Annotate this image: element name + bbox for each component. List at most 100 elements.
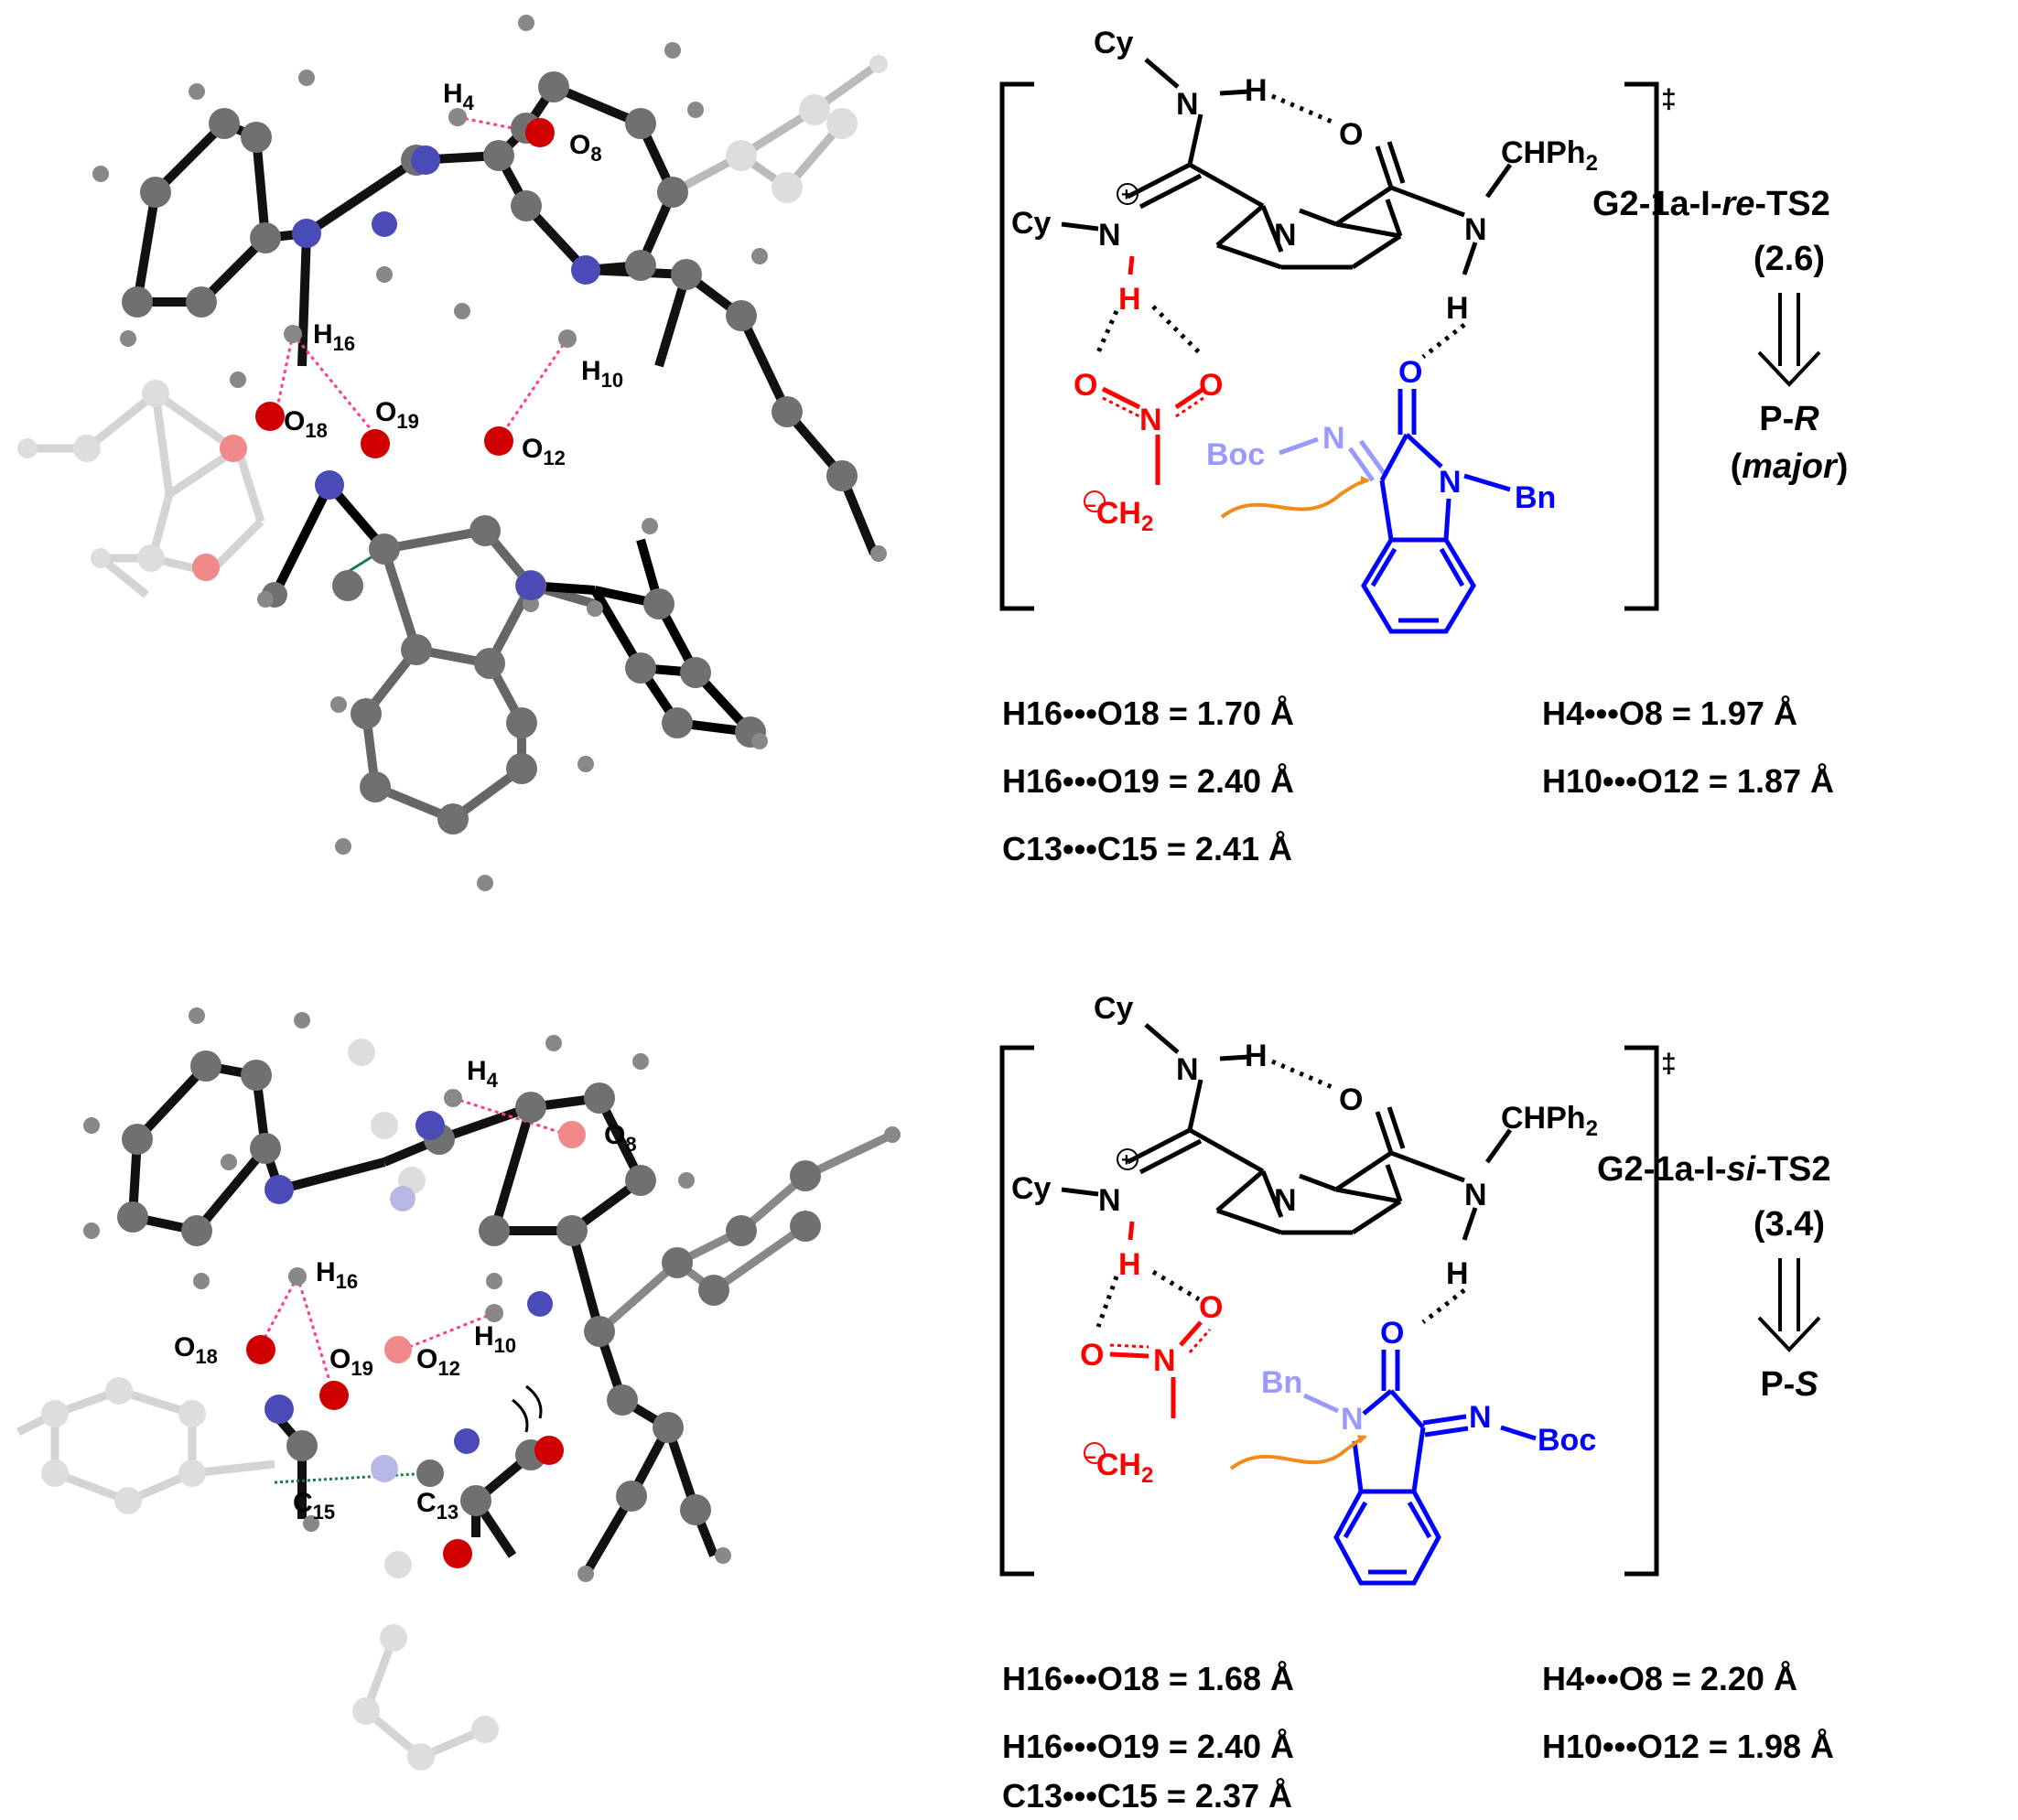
svg-text:O18: O18 [284, 406, 328, 442]
plus-sign: + [1121, 185, 1132, 205]
distance-7: H16•••O19 = 2.40 Å [1002, 1728, 1294, 1765]
svg-text:H10: H10 [474, 1321, 516, 1357]
nitronate-dashes-2 [1109, 1329, 1212, 1353]
n-top-2: N [1176, 1052, 1199, 1087]
svg-text:H16: H16 [316, 1257, 358, 1293]
distance-9: H4•••O8 = 2.20 Å [1542, 1660, 1797, 1697]
distance-5: H10•••O12 = 1.87 Å [1542, 762, 1834, 800]
atoms-nitrogen [292, 145, 600, 600]
svg-text:H4: H4 [443, 79, 475, 114]
svg-text:O18: O18 [174, 1332, 218, 1368]
ts-energy: (2.6) [1754, 240, 1825, 278]
bn: Bn [1515, 480, 1556, 515]
distance-3: C13•••C15 = 2.41 Å [1002, 830, 1292, 867]
svg-text:−CH2: −CH2 [1085, 1446, 1153, 1488]
o-amide: O [1339, 117, 1363, 152]
h-red: H [1118, 282, 1141, 317]
atoms-carbon [122, 71, 858, 835]
plus-sign-2: + [1121, 1150, 1132, 1170]
atoms-hydrogen [92, 15, 887, 891]
h-amide: H [1446, 291, 1469, 326]
svg-text:H10: H10 [581, 356, 623, 392]
ts-name: G2-1a-I-re-TS2 [1592, 185, 1830, 223]
model-labels: H4 O8 H16 O18 O19 O12 H10 [284, 79, 623, 469]
ts-energy-2: (3.4) [1754, 1205, 1825, 1244]
svg-text:CHPh2: CHPh2 [1501, 135, 1598, 176]
svg-text:CHPh2: CHPh2 [1501, 1101, 1598, 1141]
double-arrow-2 [1757, 1258, 1821, 1352]
bn-bond [1302, 1393, 1340, 1414]
bracket-left [999, 81, 1034, 611]
nh-red-bond [1128, 255, 1135, 275]
o-blue: O [1398, 355, 1422, 390]
hbond-left-b-2 [1151, 1269, 1201, 1302]
nitronate-bonds-2 [1109, 1320, 1203, 1418]
svg-text:H4: H4 [467, 1056, 499, 1092]
o-right-2: O [1199, 1290, 1223, 1325]
product-label: P-R [1759, 400, 1819, 438]
n-plus-2: N [1098, 1183, 1121, 1218]
n-light: N [1341, 1402, 1364, 1437]
ts2-si-3d-model: H4 O8 H16 O18 O19 O12 H10 C15 C13 [16, 1007, 901, 1771]
nitronate-dashes [1102, 396, 1204, 418]
n-blue: N [1439, 465, 1462, 500]
model-labels-2: H4 O8 H16 O18 O19 O12 H10 C15 C13 [174, 1056, 637, 1524]
plus-circle-2 [1117, 1148, 1138, 1170]
double-arrow [1757, 293, 1821, 387]
distance-6: H16•••O18 = 1.68 Å [1002, 1660, 1294, 1697]
product-label-2: P-S [1760, 1365, 1818, 1404]
attack-arrow-2 [1229, 1435, 1367, 1470]
svg-text:−CH2: −CH2 [1085, 494, 1153, 536]
boc-2: Boc [1538, 1423, 1596, 1458]
atoms-oxygen [255, 118, 555, 458]
product-note: (major) [1731, 447, 1849, 486]
boc-bond [1279, 436, 1319, 456]
o-left-2: O [1080, 1338, 1104, 1373]
atoms-oxygen-faded-2 [384, 1121, 586, 1363]
atoms-oxygen-faded [192, 435, 247, 581]
n-nitro: N [1139, 403, 1162, 437]
svg-text:O19: O19 [329, 1344, 373, 1380]
o-left: O [1074, 368, 1097, 403]
bracket-right [1624, 81, 1659, 611]
svg-text:O19: O19 [375, 397, 419, 433]
hbond-left-b [1151, 305, 1201, 354]
n-ring: N [1274, 218, 1297, 253]
forming-bond-2 [274, 1471, 431, 1484]
n-nitro-2: N [1153, 1343, 1176, 1378]
distance-1: H16•••O18 = 1.70 Å [1002, 695, 1294, 732]
distance-10: H10•••O12 = 1.98 Å [1542, 1728, 1834, 1765]
atoms-oxygen-2 [246, 1335, 564, 1568]
o-blue-2: O [1380, 1316, 1404, 1351]
atoms-faded [17, 55, 888, 572]
h-top: H [1245, 73, 1268, 108]
oxindole-scheme-bonds [1361, 389, 1511, 634]
distance-4: H4•••O8 = 1.97 Å [1542, 695, 1797, 732]
minus-circle [1084, 490, 1106, 512]
benzyl-bonds [270, 481, 754, 737]
nitronate-bonds [1101, 386, 1205, 485]
ts2-re-scheme: ‡ Cy N [999, 26, 1849, 867]
minus-circle-2 [1084, 1442, 1106, 1464]
dagger: ‡ [1661, 84, 1677, 114]
hbond-left-a-2 [1095, 1276, 1119, 1328]
n-amide: N [1464, 212, 1487, 247]
cy-left-2: Cy [1011, 1171, 1052, 1206]
imine-bond [1347, 447, 1376, 482]
svg-text:O12: O12 [522, 434, 566, 469]
cy-top: Cy [1094, 26, 1134, 60]
svg-text:O8: O8 [569, 130, 602, 166]
ts-name-2: G2-1a-I-si-TS2 [1597, 1150, 1831, 1189]
bn-2: Bn [1261, 1365, 1302, 1400]
distance-2: H16•••O19 = 2.40 Å [1002, 762, 1294, 800]
oxindole-scheme-bonds-2 [1333, 1350, 1537, 1586]
bracket-left-2 [999, 1045, 1034, 1577]
h-top-2: H [1245, 1039, 1268, 1073]
atoms-carbon-2 [117, 1050, 821, 1525]
hbond-right-2 [1421, 1288, 1466, 1324]
steric-clash [512, 1384, 543, 1433]
svg-text:C13: C13 [416, 1488, 459, 1524]
ts2-re-3d-model: H4 O8 H16 O18 O19 O12 H10 [17, 15, 888, 891]
nh-red-bond-2 [1128, 1221, 1135, 1241]
